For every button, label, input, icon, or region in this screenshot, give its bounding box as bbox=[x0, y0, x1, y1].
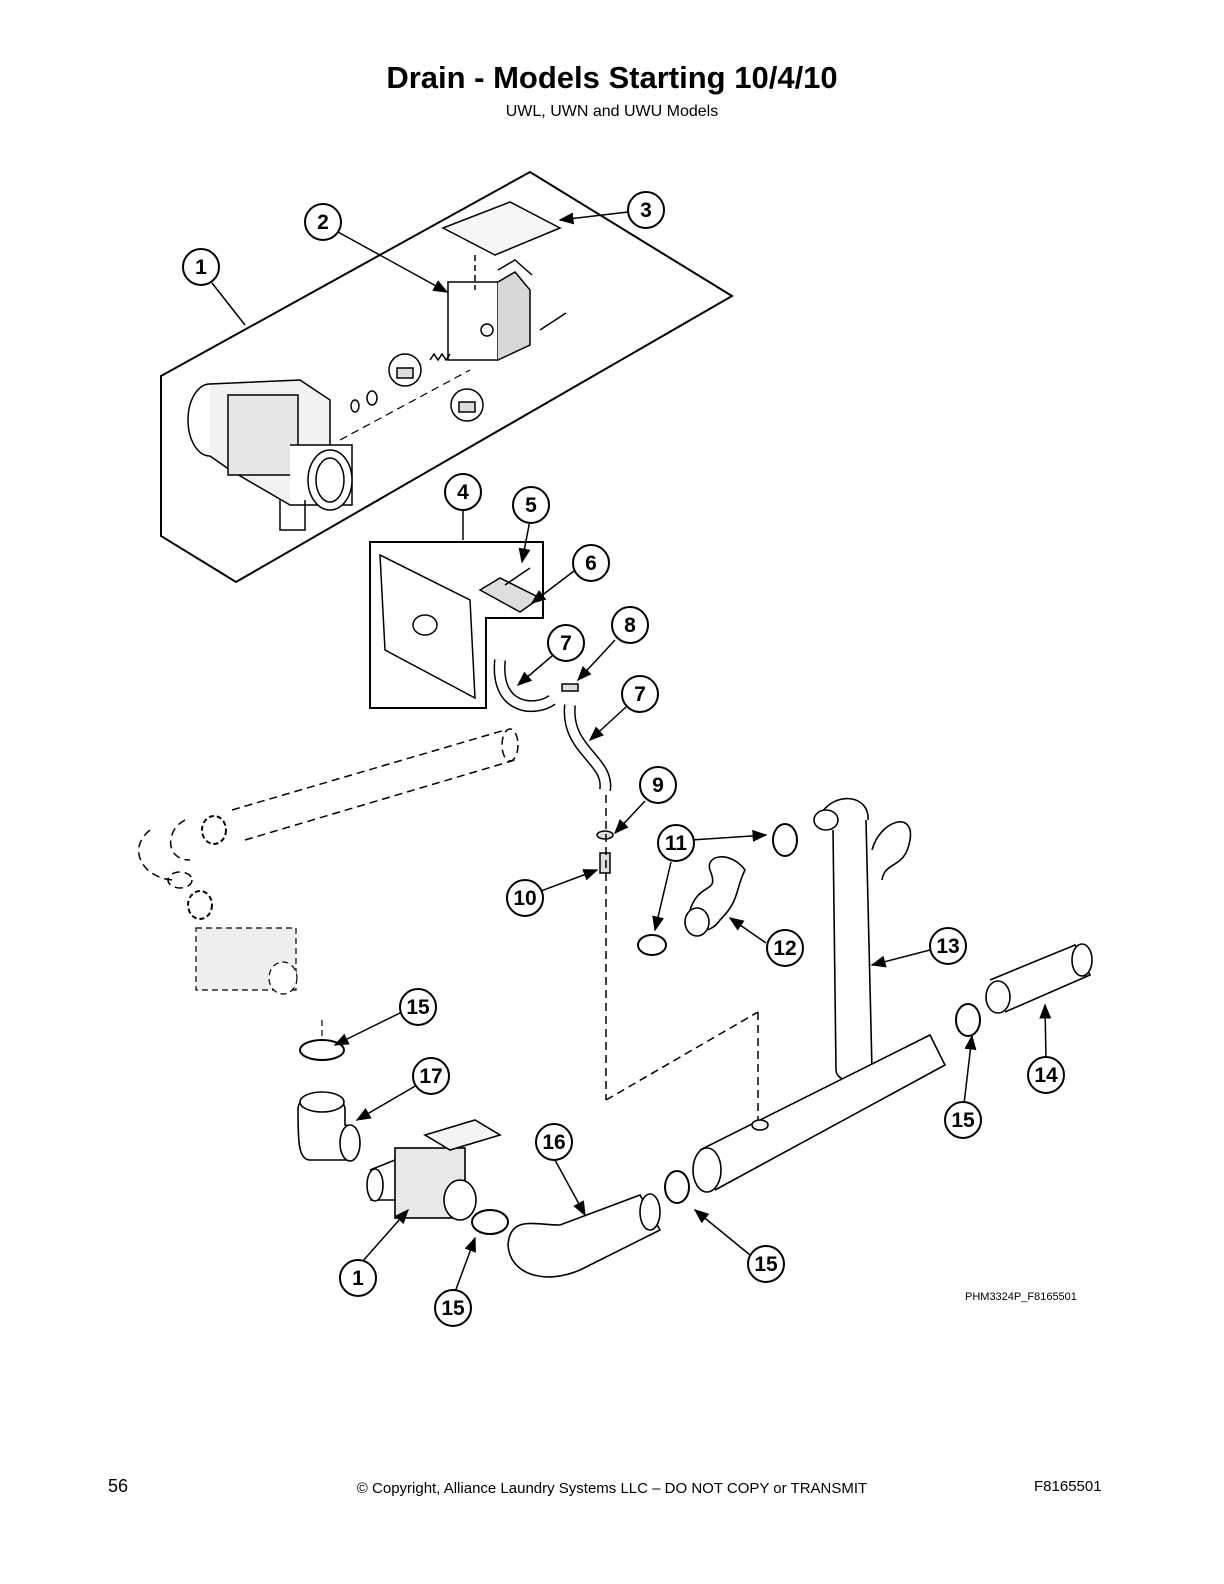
svg-text:8: 8 bbox=[624, 614, 636, 637]
callout-10: 10 bbox=[506, 879, 544, 917]
svg-text:16: 16 bbox=[542, 1131, 565, 1154]
page-number: 56 bbox=[108, 1476, 129, 1496]
document-code: F8165501 bbox=[1034, 1478, 1102, 1495]
svg-text:11: 11 bbox=[665, 832, 688, 855]
hose-clamps bbox=[187, 815, 981, 1235]
svg-text:1: 1 bbox=[195, 256, 207, 279]
svg-text:4: 4 bbox=[457, 481, 469, 504]
copyright-notice: © Copyright, Alliance Laundry Systems LL… bbox=[356, 1480, 868, 1497]
phantom-drain-pipe bbox=[137, 728, 519, 889]
svg-text:15: 15 bbox=[754, 1253, 778, 1276]
callout-15a: 15 bbox=[399, 988, 437, 1026]
drain-valve-assembly-inset bbox=[160, 170, 734, 584]
hose-assembly bbox=[493, 659, 759, 1120]
svg-text:15: 15 bbox=[406, 996, 430, 1019]
mounting-plate-inset bbox=[369, 541, 544, 709]
figure-code: PHM3324P_F8165501 bbox=[965, 1291, 1077, 1303]
svg-text:6: 6 bbox=[585, 552, 597, 575]
callout-9: 9 bbox=[639, 766, 677, 804]
callout-7b: 7 bbox=[621, 675, 659, 713]
callout-3: 3 bbox=[627, 191, 665, 229]
svg-text:9: 9 bbox=[652, 774, 664, 797]
svg-text:12: 12 bbox=[773, 937, 796, 960]
svg-text:15: 15 bbox=[951, 1109, 975, 1132]
callout-15d: 15 bbox=[434, 1289, 472, 1327]
callout-1: 1 bbox=[182, 248, 220, 286]
callout-11: 11 bbox=[657, 824, 695, 862]
callout-6: 6 bbox=[572, 544, 610, 582]
svg-text:2: 2 bbox=[317, 211, 329, 234]
svg-text:13: 13 bbox=[936, 935, 959, 958]
svg-text:17: 17 bbox=[419, 1065, 442, 1088]
callout-1-lower: 1 bbox=[339, 1259, 377, 1297]
callout-5: 5 bbox=[512, 486, 550, 524]
svg-text:7: 7 bbox=[560, 632, 572, 655]
callout-8: 8 bbox=[611, 606, 649, 644]
page-subtitle: UWL, UWN and UWU Models bbox=[505, 103, 719, 120]
svg-text:14: 14 bbox=[1034, 1064, 1058, 1087]
callout-16: 16 bbox=[535, 1123, 573, 1161]
svg-text:15: 15 bbox=[441, 1297, 465, 1320]
callout-14: 14 bbox=[1027, 1056, 1065, 1094]
callout-7a: 7 bbox=[547, 624, 585, 662]
callout-15c: 15 bbox=[747, 1245, 785, 1283]
svg-text:5: 5 bbox=[525, 494, 537, 517]
callout-2: 2 bbox=[304, 203, 342, 241]
callout-4: 4 bbox=[444, 473, 482, 511]
svg-text:7: 7 bbox=[634, 683, 646, 706]
leader-lines bbox=[211, 211, 1052, 1293]
callout-17: 17 bbox=[412, 1057, 450, 1095]
page-title: Drain - Models Starting 10/4/10 bbox=[386, 60, 838, 95]
callout-12: 12 bbox=[766, 929, 804, 967]
callout-13: 13 bbox=[929, 927, 967, 965]
phantom-drain-valve bbox=[195, 927, 298, 995]
svg-text:10: 10 bbox=[513, 887, 536, 910]
callout-15b: 15 bbox=[944, 1101, 982, 1139]
svg-text:3: 3 bbox=[640, 199, 652, 222]
pipe-assembly bbox=[297, 797, 1093, 1278]
svg-text:1: 1 bbox=[352, 1267, 364, 1290]
